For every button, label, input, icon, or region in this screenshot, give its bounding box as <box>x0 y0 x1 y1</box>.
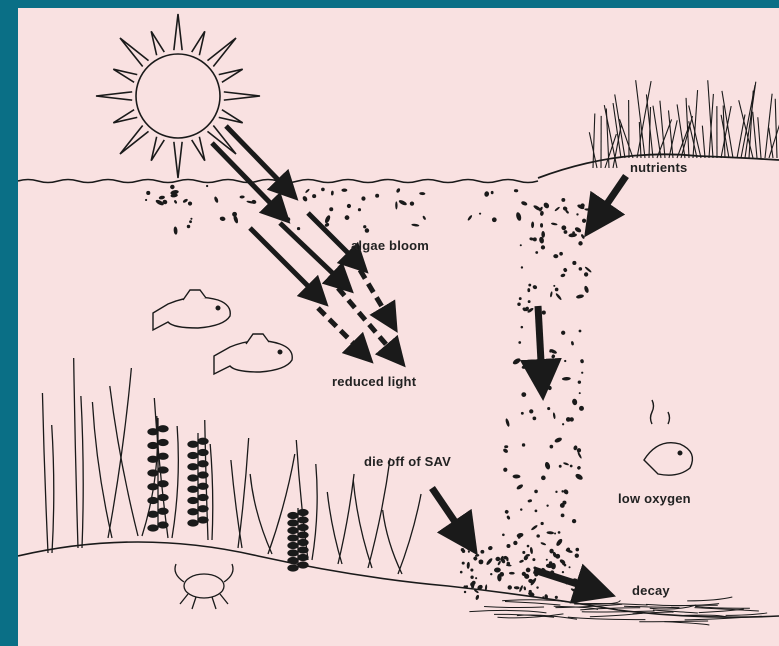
label-reduced-light: reduced light <box>332 374 416 389</box>
fish-icon <box>214 334 292 374</box>
crab-icon <box>175 564 233 609</box>
nutrient-arrows <box>432 176 626 590</box>
label-algae-bloom: algae bloom <box>351 238 429 253</box>
eutrophication-illustration <box>18 8 779 646</box>
label-nutrients: nutrients <box>630 160 687 175</box>
fish-icon <box>153 290 230 330</box>
label-low-oxygen: low oxygen <box>618 491 691 506</box>
label-decay: decay <box>632 583 670 598</box>
diagram-canvas: nutrients algae bloom reduced light die … <box>18 8 779 646</box>
dying-fish-icon <box>644 400 692 475</box>
label-die-off: die off of SAV <box>364 454 451 469</box>
sun-icon <box>96 14 260 178</box>
decaying-debris <box>469 597 767 625</box>
